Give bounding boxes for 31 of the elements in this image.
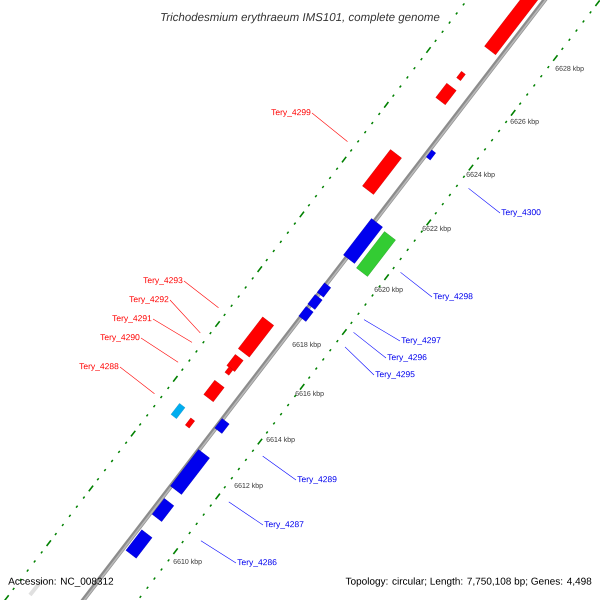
leader-line: [262, 456, 296, 480]
leader-line: [152, 318, 192, 343]
gene-label: Tery_4293: [143, 277, 182, 285]
gene-label: Tery_4291: [112, 315, 152, 323]
gene-label: Tery_4289: [297, 476, 336, 484]
leader-line: [312, 112, 348, 142]
genome-info-text: Topology: circular; Length: 7,750,108 bp; Genes: 4,498: [346, 577, 592, 587]
leader-line: [184, 280, 219, 308]
accession-text: Accession: NC_008312: [8, 577, 114, 587]
gene-label: Tery_4288: [79, 363, 118, 371]
gene-label: Tery_4299: [271, 109, 310, 117]
leader-line: [200, 540, 236, 564]
gene-label: Tery_4292: [129, 296, 168, 304]
leader-line: [120, 366, 155, 394]
leader-line: [364, 319, 400, 342]
leader-line: [400, 272, 432, 298]
gene-label: Tery_4295: [375, 371, 415, 379]
leader-line: [170, 300, 201, 334]
gene-label: Tery_4290: [100, 334, 140, 342]
leader-line: [228, 502, 264, 526]
leader-line: [353, 332, 386, 358]
leader-line: [468, 188, 500, 214]
title: Trichodesmium erythraeum IMS101, complete genome: [161, 12, 440, 24]
gene-label: Tery_4300: [501, 209, 541, 217]
gene-label: Tery_4287: [264, 521, 304, 529]
gene-label: Tery_4298: [433, 293, 473, 301]
leader-line: [344, 346, 374, 376]
gene-label: Tery_4286: [237, 559, 277, 567]
gene-label: Tery_4297: [401, 337, 440, 345]
leader-line: [140, 338, 178, 362]
gene-label: Tery_4296: [387, 354, 427, 362]
